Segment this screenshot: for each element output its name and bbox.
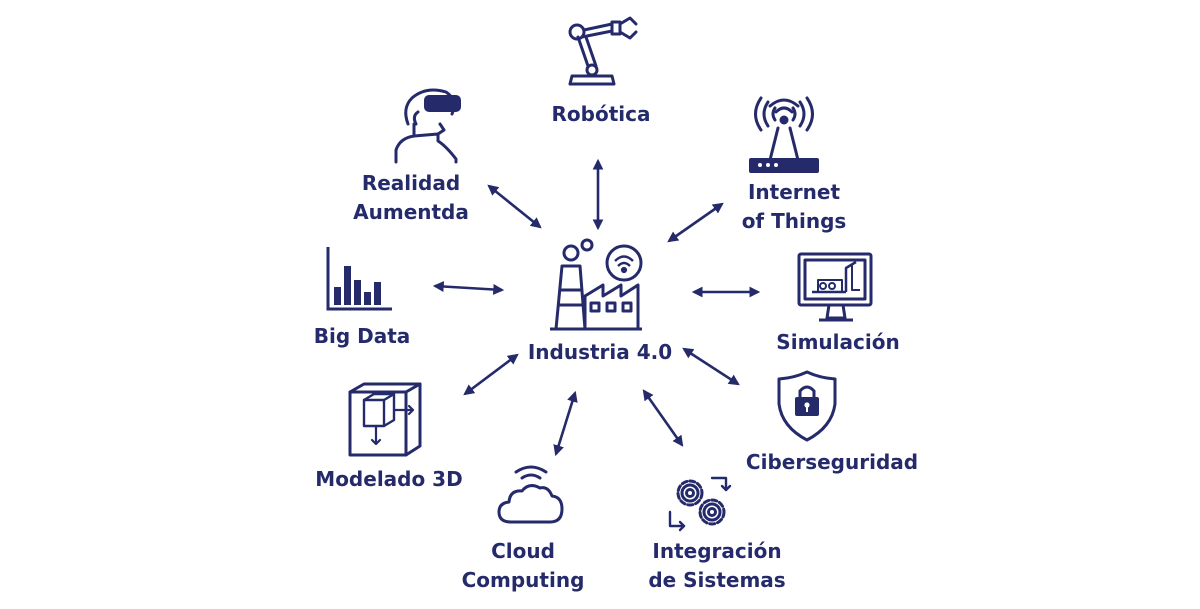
arrow-iot (667, 202, 724, 243)
arrow-cloud (553, 390, 578, 457)
node-label-ciberseguridad: Ciberseguridad (745, 450, 919, 474)
node-label-cloud: Cloud Computing (461, 539, 585, 592)
cloud-wifi-icon (497, 465, 564, 524)
node-label-modelado: Modelado 3D (315, 467, 463, 491)
node-label-simulacion: Simulación (776, 330, 900, 354)
arrow-integracion (642, 389, 684, 447)
lock-shackle (798, 385, 816, 398)
node-label-robotica: Robótica (551, 102, 651, 126)
wifi-router-icon (754, 96, 814, 162)
center-label: Industria 4.0 (527, 340, 673, 364)
arrow-realidad (487, 184, 542, 229)
gears-cycle-icon (668, 476, 732, 532)
node-label-integracion: Integración de Sistemas (648, 539, 786, 592)
arrow-bigdata (432, 281, 505, 295)
connector-arrows (432, 158, 761, 457)
router-base (749, 158, 819, 173)
shield-lock-icon (777, 370, 837, 442)
node-label-realidad: Realidad Aumentda (353, 171, 469, 224)
robot-arm-icon (568, 16, 638, 86)
cube-3d-icon (348, 382, 422, 457)
node-label-iot: Internet of Things (741, 180, 847, 233)
monitor-simulation-icon (797, 252, 873, 322)
bar-chart-icon (326, 247, 392, 311)
arrow-ciberseguridad (682, 347, 740, 386)
vr-visor (424, 95, 461, 112)
smart-factory-icon (550, 238, 643, 331)
node-label-bigdata: Big Data (313, 324, 411, 348)
arrow-modelado (463, 353, 519, 396)
